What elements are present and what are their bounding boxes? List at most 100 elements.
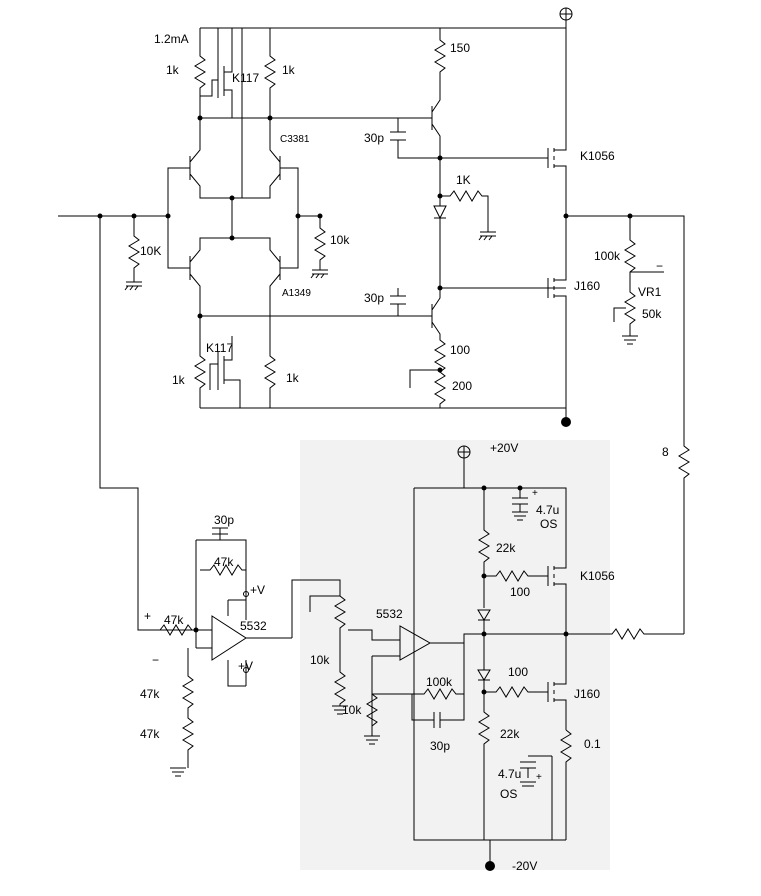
capacitor-30p-left <box>212 527 228 540</box>
minus-20v-terminal <box>485 861 495 871</box>
bottom-power-amplifier <box>99 216 684 871</box>
label-os-bot: OS <box>500 787 517 801</box>
label-r-100-gate-bot: 100 <box>508 665 528 679</box>
pnp-a1349 <box>167 216 299 316</box>
resistor-1k-br <box>264 316 276 408</box>
label-os-top: OS <box>540 517 557 531</box>
jfet-k117-bottom <box>209 336 241 408</box>
resistor-1K-mid <box>440 190 489 232</box>
jfet-k117-top <box>200 28 233 118</box>
label-plus-20v: +20V <box>490 441 518 455</box>
capacitor-30p-top <box>390 118 440 159</box>
label-r-8: 8 <box>662 445 669 459</box>
label-c-4-7u-bot: 4.7u <box>498 767 521 781</box>
label-k117-top: K117 <box>232 71 259 85</box>
lower-section-backdrop <box>300 440 610 870</box>
label-r-47k-fb: 47k <box>214 555 234 569</box>
label-c-4-7u-top: 4.7u <box>536 503 559 517</box>
opamp-5532-right <box>399 625 432 661</box>
resistor-10K-left <box>128 216 140 282</box>
mosfet-k1056-top <box>440 28 567 216</box>
capacitor-30p-mid <box>390 288 406 316</box>
label-j160-bot: J160 <box>574 687 600 701</box>
resistor-8-output <box>566 215 690 634</box>
potentiometer-vr1 <box>613 307 638 345</box>
resistor-22k-bottom <box>478 692 490 840</box>
label-r-200: 200 <box>452 379 472 393</box>
label-r-22k-top: 22k <box>496 541 516 555</box>
transistor-lower-driver <box>431 288 441 340</box>
label-r-100-top: 100 <box>450 343 470 357</box>
npn-left <box>167 118 232 216</box>
label-vr1: VR1 <box>638 285 662 299</box>
resistor-200 <box>409 369 446 408</box>
top-power-amplifier <box>58 7 690 634</box>
label-r-22k-bot: 22k <box>500 727 520 741</box>
resistor-100k-vr <box>624 216 664 336</box>
bottom-rail-terminal <box>561 417 571 427</box>
label-plus-cap-bot: + <box>536 772 542 783</box>
label-r-0-1: 0.1 <box>584 737 601 751</box>
label-c3381: C3381 <box>280 134 310 145</box>
label-op-5532-right: 5532 <box>376 607 403 621</box>
label-r-100-gate-top: 100 <box>510 585 530 599</box>
capacitor-4-7u-top <box>512 488 528 512</box>
label-r-10k-gnd: 10k <box>342 703 362 717</box>
resistor-1k-tl <box>194 28 206 118</box>
resistor-100-top <box>434 334 446 374</box>
resistor-100-gate-top <box>484 570 548 582</box>
label-r-10K-left: 10K <box>140 244 161 258</box>
opamp-5532-left <box>211 615 247 661</box>
label-a1349: A1349 <box>282 288 311 299</box>
resistor-10k-right <box>314 216 326 270</box>
label-op-5532-left: 5532 <box>240 619 267 633</box>
label-minus-in: − <box>152 653 159 667</box>
component-labels: 1.2mA 1k K117 1k C3381 10k 10K A1349 K11… <box>140 32 669 873</box>
label-k1056-bot: K1056 <box>580 569 615 583</box>
label-c-30p-right: 30p <box>430 739 450 753</box>
label-plus-v-top: +V <box>250 583 265 597</box>
npn-c3381 <box>232 118 299 216</box>
resistor-1k-tr <box>264 28 276 118</box>
label-minus-vr: − <box>656 259 663 273</box>
label-current: 1.2mA <box>154 32 189 46</box>
resistor-100-gate-bot <box>483 680 548 698</box>
label-j160-top: J160 <box>574 279 600 293</box>
label-r-47k-b: 47k <box>140 727 160 741</box>
mosfet-j160-top <box>547 216 567 408</box>
resistor-47k-in <box>159 624 193 636</box>
label-plus-v-bottom: +V <box>238 659 253 673</box>
label-k117-bottom: K117 <box>206 341 233 355</box>
resistor-10k-gnd <box>366 693 378 727</box>
resistor-0-1 <box>560 729 572 840</box>
label-r-1k-tr: 1k <box>282 63 296 77</box>
potentiometer-10k <box>291 579 346 706</box>
resistor-47k-fb <box>200 564 246 576</box>
resistor-1k-bl <box>194 316 206 408</box>
label-r-100k-vr: 100k <box>594 249 621 263</box>
resistor-47k-divider <box>182 648 194 768</box>
input-link-line <box>99 216 196 631</box>
label-r-47k-in: 47k <box>164 613 184 627</box>
output-line <box>566 628 684 640</box>
label-r-1k-tl: 1k <box>166 63 180 77</box>
label-plus-cap-top: + <box>532 488 538 499</box>
label-plus-in: + <box>144 609 151 623</box>
label-r-1k-bl: 1k <box>172 373 186 387</box>
label-r-100k-fb: 100k <box>426 675 453 689</box>
label-r-1K-mid: 1K <box>456 173 471 187</box>
label-r-150: 150 <box>450 41 470 55</box>
label-r-50k: 50k <box>642 307 662 321</box>
label-c-30p-mid: 30p <box>364 291 384 305</box>
ground-icon <box>124 281 142 291</box>
resistor-22k-top <box>478 488 490 608</box>
label-r-10k-right: 10k <box>330 233 350 247</box>
label-r-10k-pot: 10k <box>310 653 330 667</box>
feedback-100k-30p <box>372 688 465 728</box>
diode-bias <box>433 158 447 288</box>
transistor-upper-driver <box>398 96 441 158</box>
label-minus-20v: -20V <box>512 859 537 873</box>
label-r-47k-a: 47k <box>140 687 160 701</box>
